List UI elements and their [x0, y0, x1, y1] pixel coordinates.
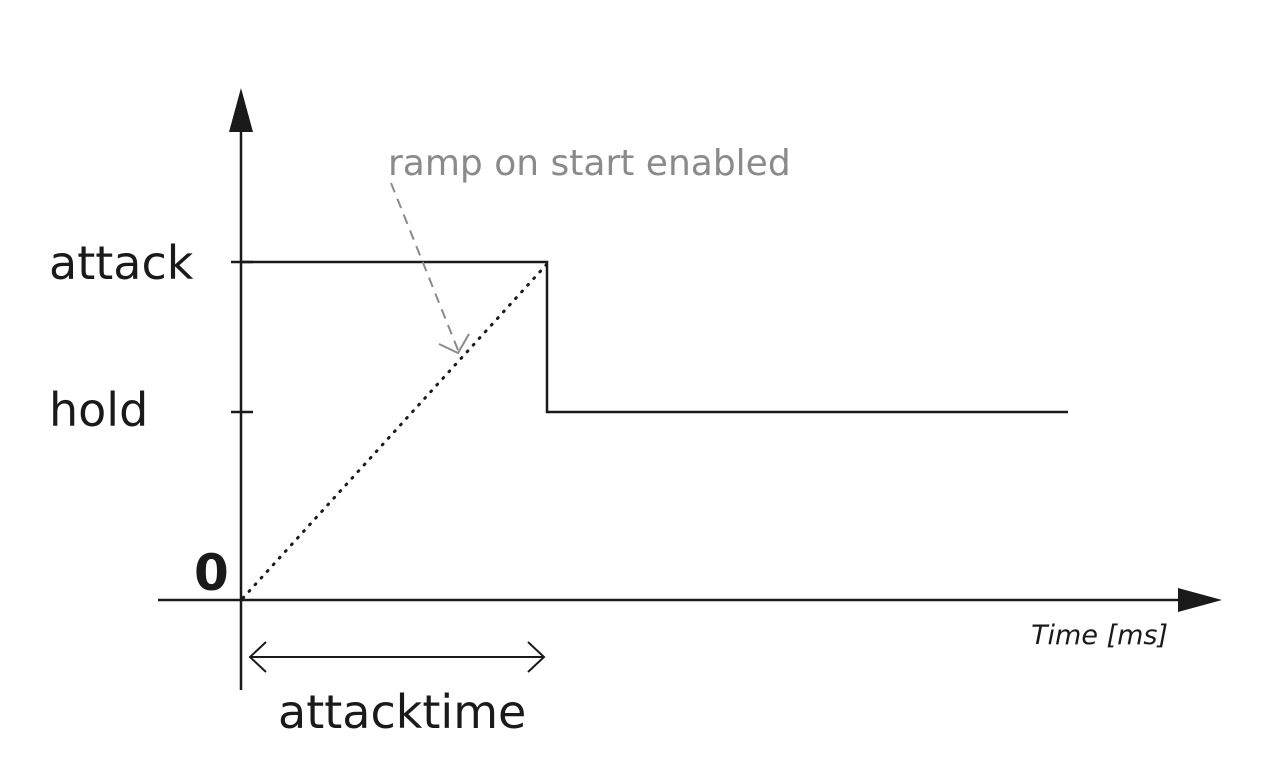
zero-label: 0 [194, 544, 229, 602]
annotation-arrowhead [438, 333, 470, 355]
attacktime-arrowhead-left [248, 641, 267, 673]
annotation-label: ramp on start enabled [388, 143, 791, 184]
annotation-arrow [390, 182, 459, 351]
hold-label: hold [49, 383, 148, 437]
attack-hold-curve [241, 260, 1068, 414]
attacktime-label: attacktime [278, 685, 526, 739]
y-axis-arrowhead [229, 88, 253, 132]
x-axis-arrowhead [1178, 588, 1222, 612]
x-axis-label: Time [ms] [1031, 620, 1168, 651]
attack-label: attack [49, 236, 194, 290]
attacktime-arrowhead-right [527, 641, 546, 673]
ramp-line [241, 262, 549, 600]
